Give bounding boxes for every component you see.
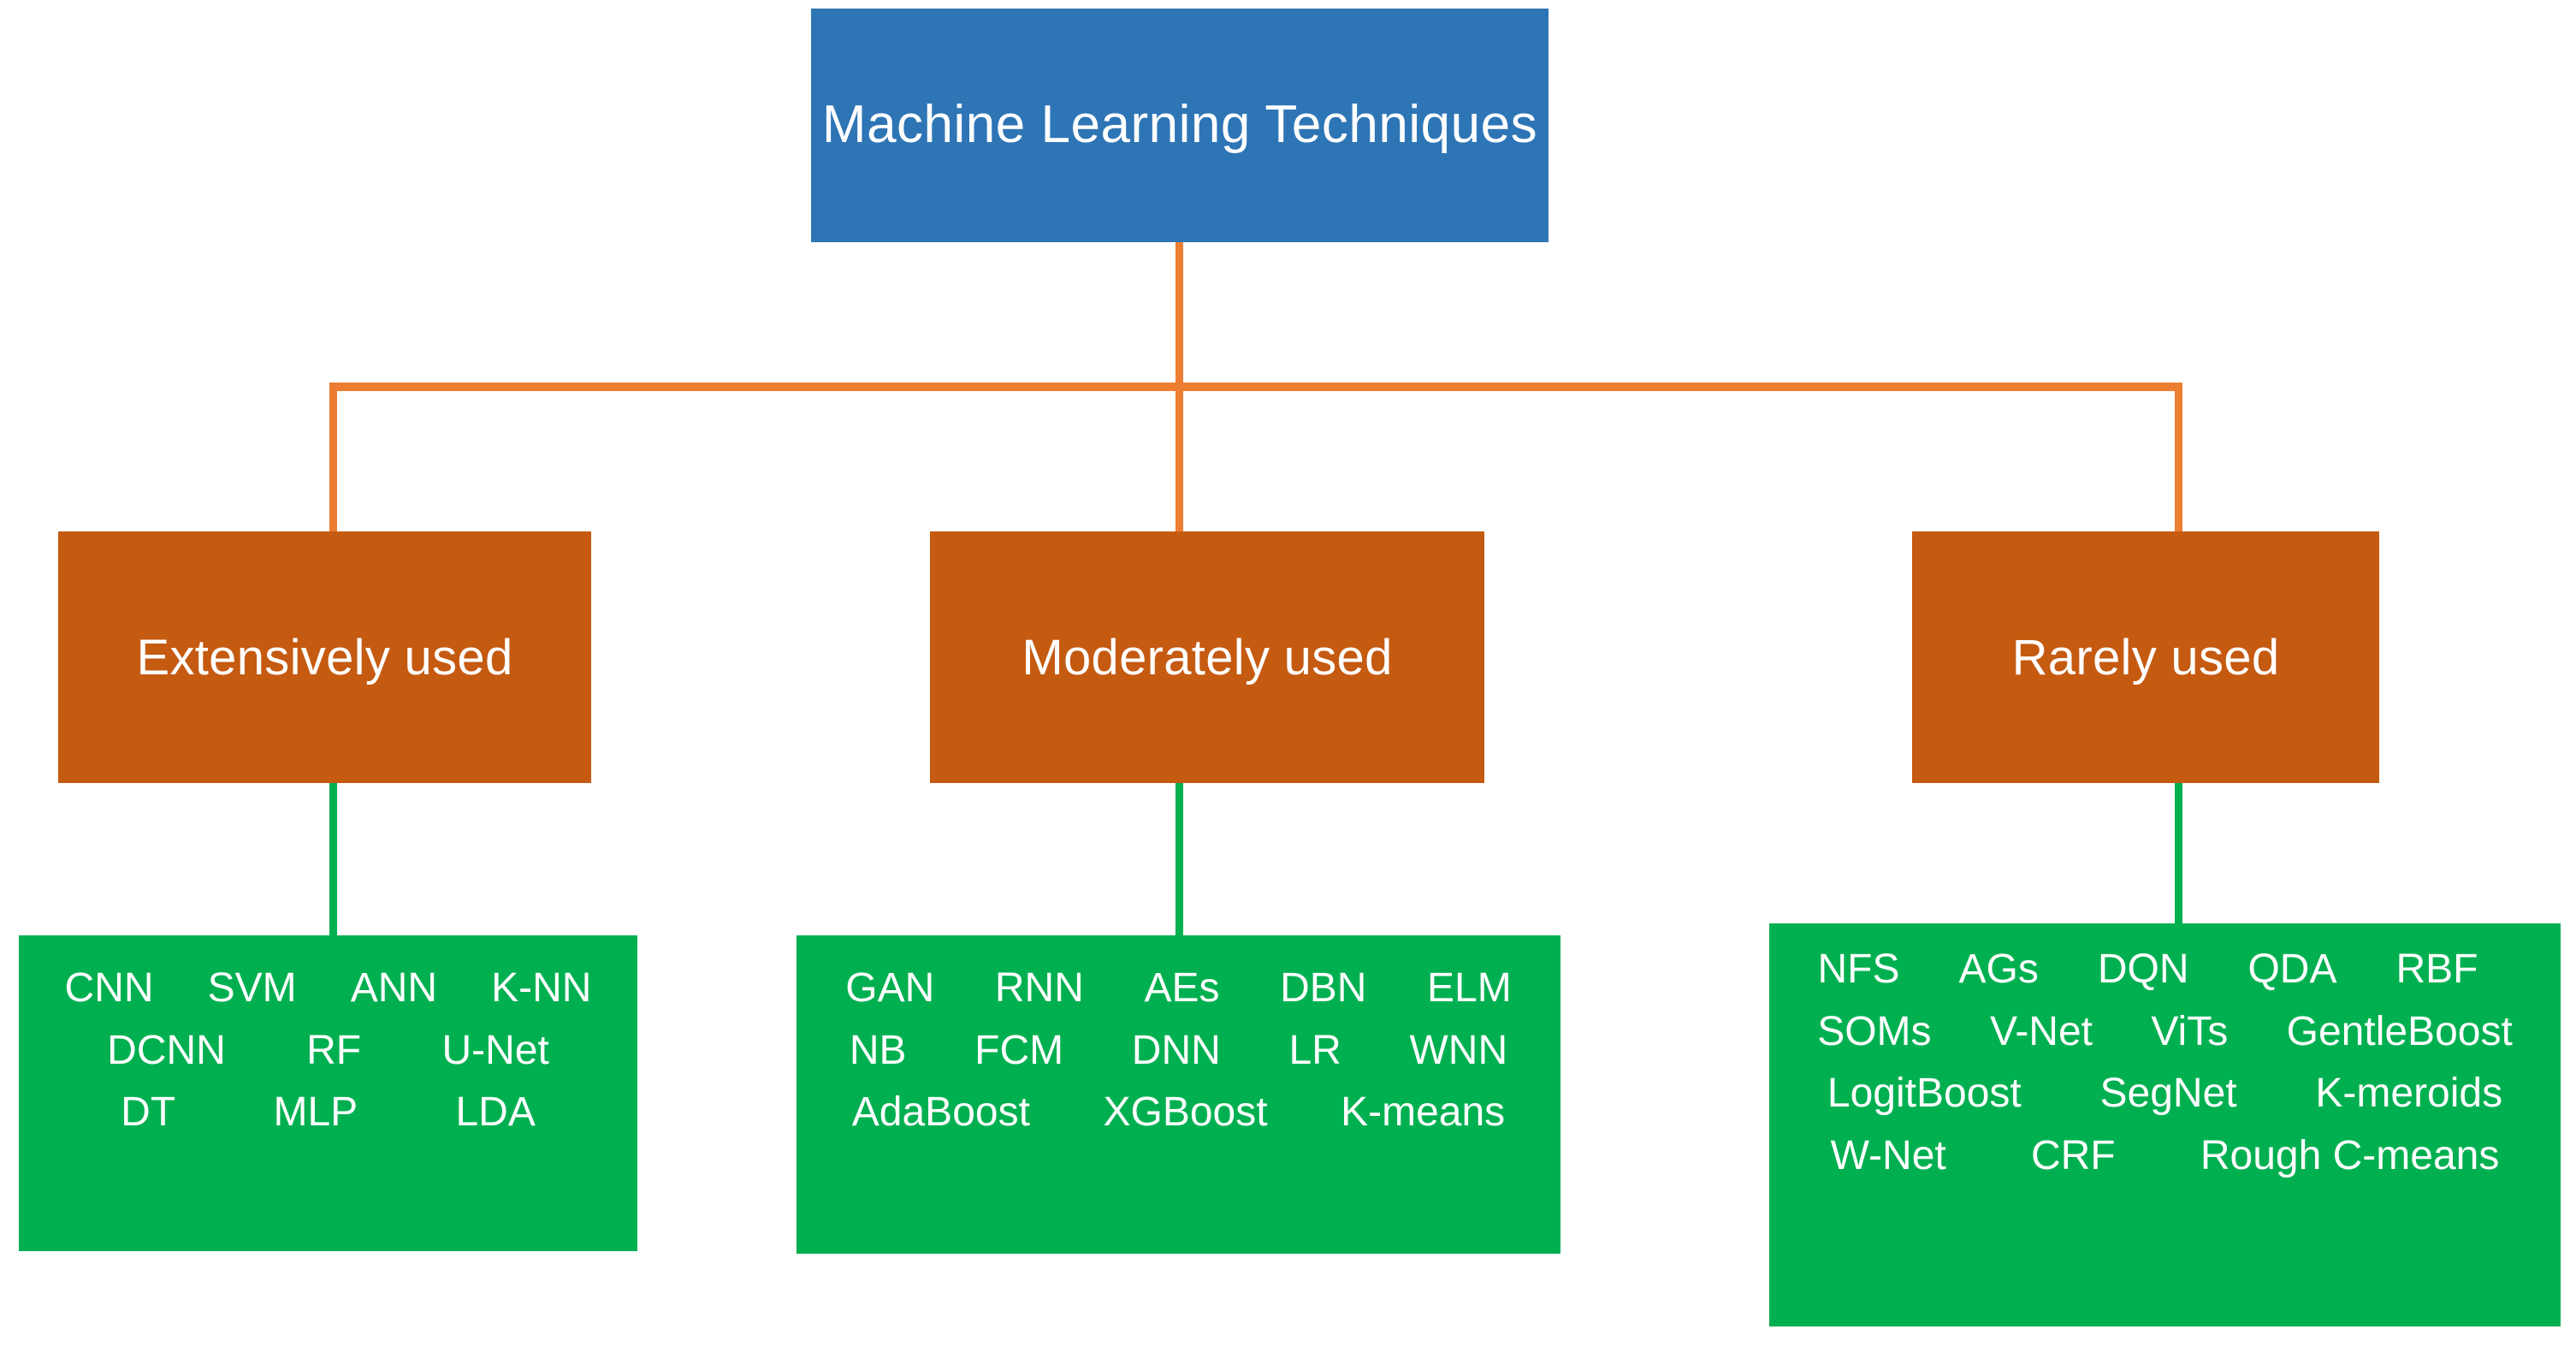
- leaf-item[interactable]: SVM: [207, 965, 297, 1011]
- category-node-moderately-used[interactable]: Moderately used: [930, 531, 1484, 783]
- leaf-item[interactable]: LDA: [455, 1089, 536, 1136]
- leaf-group-moderately-used[interactable]: GAN RNN AEs DBN ELM NB FCM DNN LR WNN Ad…: [796, 935, 1560, 1254]
- category-node-rarely-used[interactable]: Rarely used: [1912, 531, 2379, 783]
- leaf-item[interactable]: FCM: [974, 1027, 1064, 1073]
- leaf-item[interactable]: DNN: [1131, 1027, 1221, 1073]
- leaf-item[interactable]: RNN: [994, 965, 1084, 1011]
- connector-drop-rarely-used: [2175, 383, 2182, 533]
- leaf-row: CNN SVM ANN K-NN: [38, 958, 619, 1020]
- leaf-row: DT MLP LDA: [38, 1082, 619, 1144]
- leaf-item[interactable]: NB: [849, 1027, 907, 1073]
- leaf-item[interactable]: QDA: [2247, 946, 2337, 992]
- leaf-row: NFS AGs DQN QDA RBF: [1788, 939, 2542, 1001]
- connector-drop-moderately-used: [1175, 383, 1183, 533]
- category-label-extensively-used: Extensively used: [136, 629, 513, 685]
- leaf-item[interactable]: DT: [121, 1089, 176, 1136]
- leaf-row: SOMs V-Net ViTs GentleBoost: [1788, 1001, 2542, 1064]
- leaf-item[interactable]: V-Net: [1989, 1008, 2093, 1054]
- leaf-item[interactable]: ANN: [350, 965, 438, 1011]
- leaf-item[interactable]: LogitBoost: [1827, 1071, 2022, 1117]
- leaf-item[interactable]: DQN: [2097, 946, 2189, 992]
- connector-extensively-used-to-leaves: [329, 783, 337, 937]
- leaf-item[interactable]: DBN: [1280, 965, 1367, 1011]
- leaf-item[interactable]: WNN: [1409, 1027, 1508, 1073]
- leaf-row: NB FCM DNN LR WNN: [815, 1020, 1542, 1083]
- leaf-item[interactable]: W-Net: [1830, 1132, 1946, 1178]
- leaf-item[interactable]: AdaBoost: [851, 1089, 1030, 1136]
- category-label-moderately-used: Moderately used: [1022, 629, 1393, 685]
- leaf-item[interactable]: SegNet: [2099, 1071, 2237, 1117]
- leaf-group-rarely-used[interactable]: NFS AGs DQN QDA RBF SOMs V-Net ViTs Gent…: [1769, 923, 2561, 1326]
- leaf-item[interactable]: AGs: [1958, 946, 2039, 992]
- leaf-item[interactable]: GAN: [845, 965, 935, 1011]
- category-node-extensively-used[interactable]: Extensively used: [58, 531, 591, 783]
- leaf-item[interactable]: XGBoost: [1103, 1089, 1268, 1136]
- leaf-item[interactable]: ELM: [1426, 965, 1512, 1011]
- leaf-item[interactable]: CNN: [64, 965, 154, 1011]
- leaf-item[interactable]: K-means: [1341, 1089, 1506, 1136]
- connector-rarely-used-to-leaves: [2175, 783, 2182, 937]
- leaf-row: W-Net CRF Rough C-means: [1788, 1125, 2542, 1188]
- leaf-row: GAN RNN AEs DBN ELM: [815, 958, 1542, 1020]
- leaf-item[interactable]: K-NN: [491, 965, 592, 1011]
- root-node-label: Machine Learning Techniques: [821, 95, 1538, 155]
- leaf-item[interactable]: MLP: [273, 1089, 358, 1136]
- leaf-row: LogitBoost SegNet K-meroids: [1788, 1063, 2542, 1125]
- leaf-item[interactable]: K-meroids: [2315, 1071, 2503, 1117]
- connector-moderately-used-to-leaves: [1175, 783, 1183, 937]
- connector-root-stem: [1175, 242, 1183, 389]
- leaf-row: AdaBoost XGBoost K-means: [815, 1082, 1542, 1144]
- leaf-item[interactable]: Rough C-means: [2200, 1132, 2500, 1178]
- leaf-item[interactable]: NFS: [1817, 946, 1900, 992]
- leaf-item[interactable]: U-Net: [441, 1027, 549, 1073]
- leaf-item[interactable]: ViTs: [2151, 1008, 2229, 1054]
- leaf-item[interactable]: DCNN: [107, 1027, 226, 1073]
- connector-horizontal-bus: [329, 383, 2182, 391]
- leaf-item[interactable]: GentleBoost: [2286, 1008, 2513, 1054]
- leaf-item[interactable]: RBF: [2395, 946, 2478, 992]
- category-label-rarely-used: Rarely used: [2011, 629, 2280, 685]
- leaf-item[interactable]: AEs: [1144, 965, 1220, 1011]
- connector-drop-extensively-used: [329, 383, 337, 533]
- root-node-machine-learning-techniques[interactable]: Machine Learning Techniques: [811, 9, 1549, 242]
- leaf-item[interactable]: RF: [306, 1027, 362, 1073]
- leaf-item[interactable]: LR: [1288, 1027, 1341, 1073]
- leaf-row: DCNN RF U-Net: [38, 1020, 619, 1083]
- leaf-group-extensively-used[interactable]: CNN SVM ANN K-NN DCNN RF U-Net DT MLP LD…: [19, 935, 637, 1251]
- leaf-item[interactable]: SOMs: [1817, 1008, 1932, 1054]
- leaf-item[interactable]: CRF: [2030, 1132, 2116, 1178]
